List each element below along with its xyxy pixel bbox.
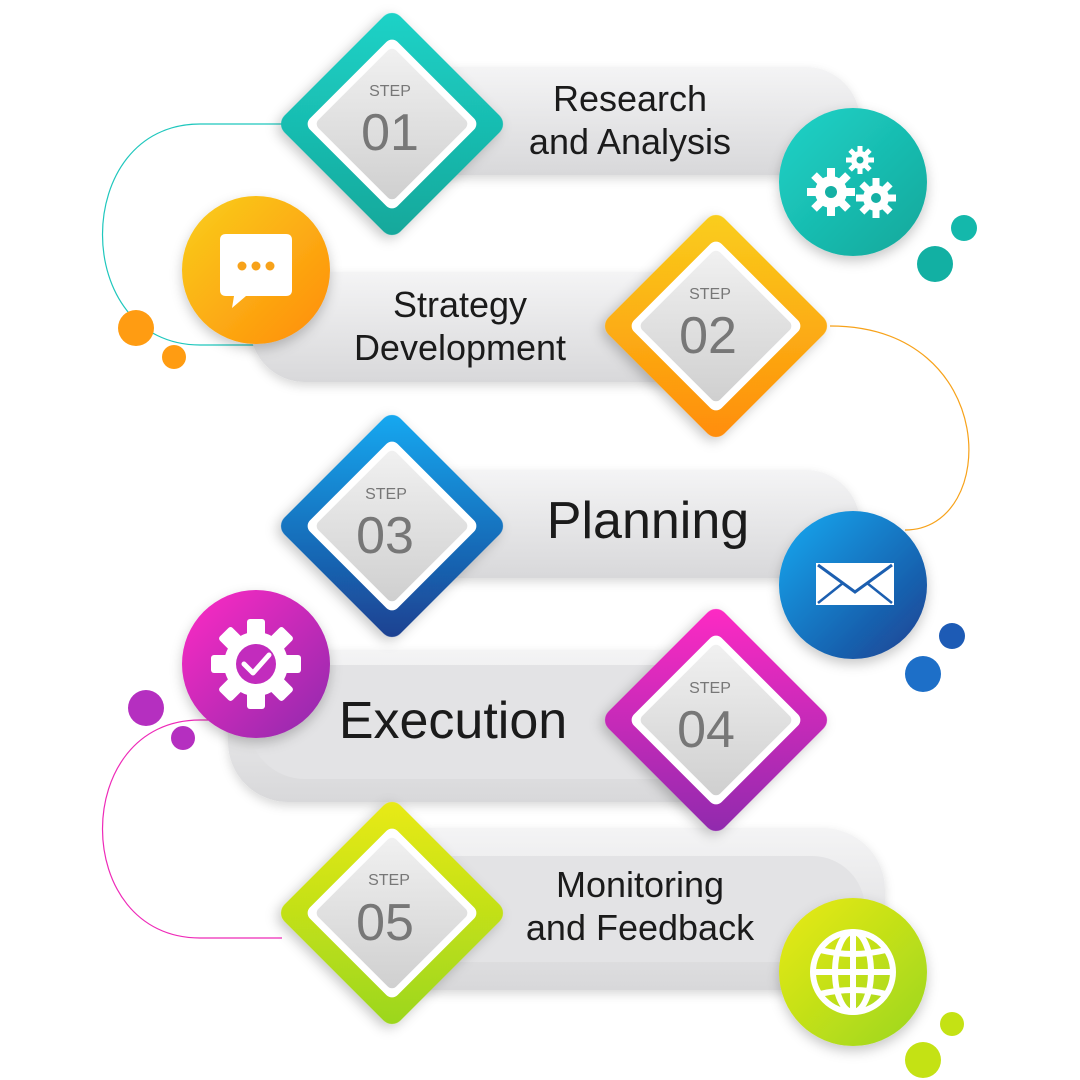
globe-icon	[779, 898, 927, 1046]
step-title-1-line-2: and Analysis	[528, 121, 732, 163]
step-diamond-5	[281, 802, 503, 1024]
connector-curve-3	[101, 719, 282, 939]
step-diamond-3	[281, 415, 503, 637]
step-title-3-line-1: Planning	[546, 492, 750, 550]
step-bar-3	[380, 470, 860, 578]
step-title-5-line-1: Monitoring	[555, 864, 725, 905]
step-bar-2	[250, 272, 720, 382]
step-bar-1	[380, 67, 860, 175]
step-title-4-line-1: Execution	[338, 692, 568, 750]
decorative-dots	[118, 215, 977, 1078]
step-title-1: Research and Analysis	[500, 77, 760, 163]
chat-bubble-icon	[182, 196, 330, 344]
step-title-2: Strategy Development	[320, 283, 600, 369]
step-diamond-4	[605, 609, 827, 831]
envelope-icon	[779, 511, 927, 659]
step-label-5: STEP	[368, 872, 410, 889]
gear-check-icon	[182, 590, 330, 738]
step-title-2-line-1: Strategy	[392, 284, 528, 325]
step-number-4: 04	[677, 701, 735, 759]
step-number-3: 03	[356, 507, 414, 565]
step-number-1: 01	[361, 104, 419, 162]
step-bar-5-inner	[380, 856, 865, 962]
step-title-3: Planning	[518, 490, 778, 552]
gears-icon	[779, 108, 927, 256]
step-label-1: STEP	[369, 83, 411, 100]
step-title-4: Execution	[318, 690, 588, 752]
step-label-2: STEP	[689, 286, 731, 303]
step-title-2-line-2: Development	[353, 327, 567, 369]
connector-curve-2	[829, 325, 970, 531]
step-title-5: Monitoring and Feedback	[495, 863, 785, 949]
step-diamond-2	[605, 215, 827, 437]
connector-curve-1	[101, 123, 282, 346]
step-number-5: 05	[356, 894, 414, 952]
step-label-3: STEP	[365, 486, 407, 503]
step-title-1-line-1: Research	[552, 78, 708, 119]
step-label-4: STEP	[689, 680, 731, 697]
step-number-2: 02	[679, 307, 737, 365]
step-title-5-line-2: and Feedback	[525, 907, 755, 949]
step-bar-4-inner	[248, 665, 738, 779]
step-diamond-1	[281, 13, 503, 235]
